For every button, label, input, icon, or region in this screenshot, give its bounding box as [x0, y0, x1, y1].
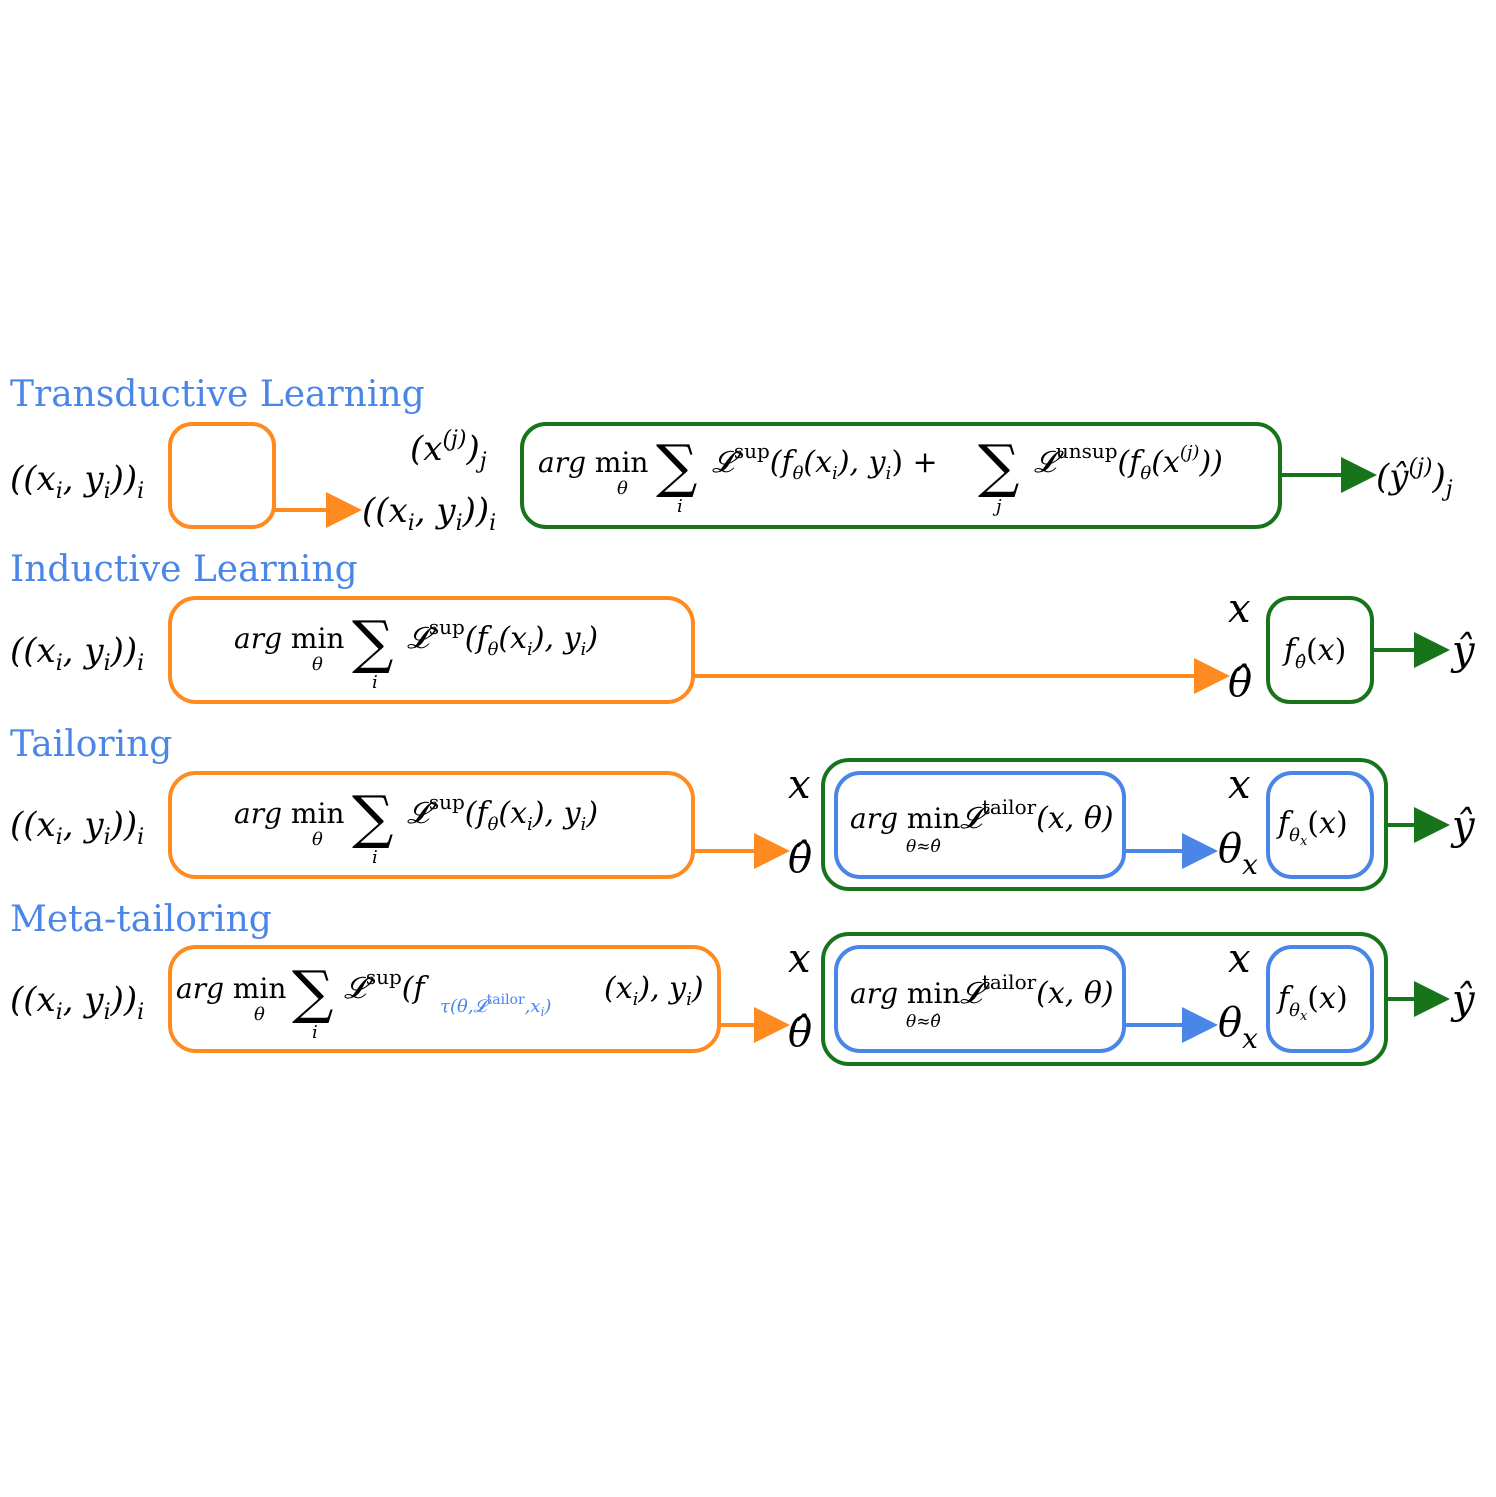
meta-tailoring-objective-box	[168, 945, 721, 1053]
transductive-objective: arg min	[538, 446, 648, 479]
svg-text:θ: θ	[254, 1004, 265, 1025]
heading-transductive: Transductive Learning	[10, 374, 425, 415]
meta-tailoring-model: fθx(x)	[1276, 981, 1348, 1024]
meta-tailoring-inner-objective: arg min	[850, 977, 960, 1010]
svg-text:𝓛sup(f: 𝓛sup(f	[344, 965, 429, 1006]
tailoring-theta-hat: θ̂	[788, 836, 812, 882]
inductive-objective: arg min	[234, 622, 344, 655]
transductive-empty-box	[168, 422, 276, 529]
svg-text:i: i	[312, 1022, 318, 1043]
inductive-input: ((xi, yi))i	[10, 631, 144, 676]
svg-text:∑: ∑	[352, 608, 393, 676]
inductive-output-arrowhead	[1414, 632, 1450, 668]
svg-text:i: i	[372, 672, 378, 693]
heading-inductive: Inductive Learning	[10, 549, 358, 590]
svg-text:𝓛tailor(x, θ): 𝓛tailor(x, θ)	[960, 795, 1114, 836]
tailoring-arrowhead	[754, 833, 790, 869]
svg-text:𝓛tailor(x, θ): 𝓛tailor(x, θ)	[960, 970, 1114, 1011]
svg-text:𝓛sup(fθ(xi), yi): 𝓛sup(fθ(xi), yi)	[407, 790, 598, 835]
row-inductive: Inductive Learning ((xi, yi))i arg min θ…	[10, 549, 1476, 706]
meta-tailoring-tau-subscript: τ(θ,𝓛tailor,xi)	[440, 992, 551, 1019]
tailoring-inner-objective-box	[834, 771, 1126, 879]
svg-text:𝓛sup(fθ(xi), yi) +: 𝓛sup(fθ(xi), yi) +	[712, 439, 938, 484]
inductive-x: x	[1228, 586, 1251, 632]
heading-tailoring: Tailoring	[10, 724, 172, 765]
svg-text:θ≈θ̂: θ≈θ̂	[906, 1012, 941, 1032]
transductive-labeled-input: ((xi, yi))i	[10, 459, 144, 504]
tailoring-model: fθx(x)	[1276, 806, 1348, 849]
svg-text:∑: ∑	[292, 958, 333, 1026]
svg-text:θ≈θ̂: θ≈θ̂	[906, 837, 941, 857]
transductive-sum-j: ∑	[978, 432, 1019, 500]
inductive-model: fθ̂(x)	[1282, 633, 1346, 673]
meta-tailoring-model-box	[1266, 945, 1374, 1053]
transductive-unlabeled-input: (x(j))j	[410, 427, 487, 474]
meta-tailoring-inner-objective-box	[834, 945, 1126, 1053]
svg-text:j: j	[992, 496, 1002, 517]
transductive-output-arrowhead	[1341, 457, 1377, 493]
transductive-arrowhead	[326, 492, 362, 528]
meta-tailoring-x: x	[788, 936, 811, 982]
meta-tailoring-theta-hat: θ̂	[788, 1010, 812, 1056]
meta-tailoring-objective: arg min	[176, 972, 286, 1005]
tailoring-input: ((xi, yi))i	[10, 805, 144, 850]
transductive-min-subscript: θ	[617, 478, 628, 499]
svg-text:𝓛sup(fθ(xi), yi): 𝓛sup(fθ(xi), yi)	[407, 615, 598, 660]
row-transductive: Transductive Learning ((xi, yi))i (x(j))…	[10, 374, 1453, 536]
svg-text:θ: θ	[312, 829, 323, 850]
row-meta-tailoring: Meta-tailoring ((xi, yi))i arg min θ ∑ i…	[10, 899, 1476, 1066]
tailoring-inner-objective: arg min	[850, 802, 960, 835]
heading-meta-tailoring: Meta-tailoring	[10, 899, 272, 940]
tailoring-x-inner: x	[1228, 762, 1251, 808]
tailoring-inner-arrowhead	[1182, 833, 1218, 869]
meta-tailoring-x-inner: x	[1228, 936, 1251, 982]
tailoring-output-arrowhead	[1414, 807, 1450, 843]
inductive-arrowhead	[1194, 658, 1230, 694]
transductive-labeled-data: ((xi, yi))i	[362, 491, 496, 536]
meta-tailoring-output-arrowhead	[1414, 981, 1450, 1017]
meta-tailoring-input: ((xi, yi))i	[10, 980, 144, 1025]
meta-tailoring-arrowhead	[754, 1007, 790, 1043]
transductive-sum-i: ∑	[656, 432, 697, 500]
transductive-output: (ŷ(j))j	[1376, 455, 1453, 502]
tailoring-output: ŷ	[1450, 803, 1476, 849]
svg-text:i: i	[677, 496, 683, 517]
tailoring-x: x	[788, 762, 811, 808]
svg-text:(xi), yi): (xi), yi)	[604, 971, 704, 1010]
inductive-theta-hat: θ̂	[1228, 660, 1252, 706]
meta-tailoring-output: ŷ	[1450, 977, 1476, 1023]
tailoring-objective-box	[168, 771, 695, 879]
row-tailoring: Tailoring ((xi, yi))i arg min θ ∑ i 𝓛sup…	[10, 724, 1476, 891]
meta-tailoring-inner-arrowhead	[1182, 1007, 1218, 1043]
meta-tailoring-theta-x: θx	[1218, 1000, 1258, 1055]
tailoring-model-box	[1266, 771, 1374, 879]
svg-text:∑: ∑	[352, 783, 393, 851]
svg-text:𝓛unsup(fθ(x(j))): 𝓛unsup(fθ(x(j)))	[1034, 439, 1223, 484]
tailoring-objective: arg min	[234, 797, 344, 830]
svg-text:i: i	[372, 847, 378, 868]
tailoring-theta-x: θx	[1218, 826, 1258, 881]
inductive-objective-box	[168, 596, 695, 704]
inductive-output: ŷ	[1450, 628, 1476, 674]
svg-text:θ: θ	[312, 654, 323, 675]
